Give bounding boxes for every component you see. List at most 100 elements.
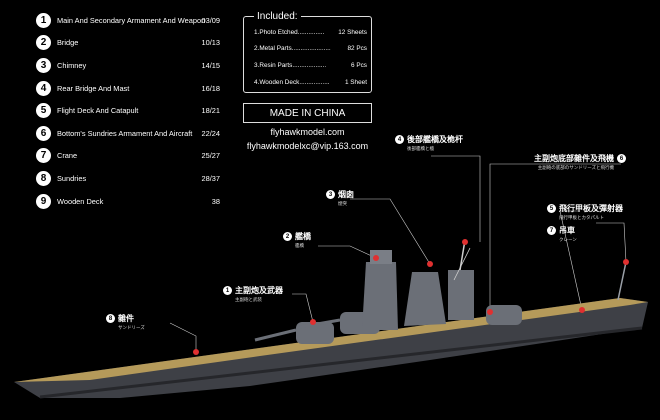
callout-title: 雜件: [118, 314, 134, 323]
item-label: Flight Deck And Catapult: [57, 106, 139, 116]
website-text: flyhawkmodel.com: [270, 127, 345, 137]
callout-subtitle: 主副砲と武装: [235, 297, 262, 302]
item-label: Sundries: [57, 173, 87, 183]
callout-number: 8: [106, 314, 115, 323]
included-label: 4.Wooden Deck.................: [254, 79, 330, 86]
contents-item: 5 Flight Deck And Catapult 18/21: [36, 99, 220, 122]
item-number: 9: [36, 193, 51, 209]
included-label: 1.Photo Etched...............: [254, 29, 325, 36]
item-label: Main And Secondary Armament And Weapon: [57, 15, 206, 25]
included-item: 4.Wooden Deck................. 1 Sheet: [254, 79, 367, 86]
callout-title: 吊車: [559, 226, 575, 235]
callout-number: 6: [617, 154, 626, 163]
contents-item: 8 Sundries 28/37: [36, 167, 220, 190]
item-number: 3: [36, 57, 51, 73]
callout-subtitle: サンドリーズ: [118, 325, 145, 330]
included-qty: 12 Sheets: [338, 29, 367, 36]
callout-number: 3: [326, 190, 335, 199]
item-label: Rear Bridge And Mast: [57, 83, 130, 93]
marker-8: [193, 349, 199, 355]
included-item: 3.Resin Parts................... 6 Pcs: [254, 62, 367, 69]
included-item: 1.Photo Etched............... 12 Sheets: [254, 29, 367, 36]
item-label: Chimney: [57, 60, 87, 70]
callout-subtitle: 飛行甲板とカタパルト: [559, 215, 604, 220]
item-number: 8: [36, 170, 51, 186]
contents-item: 9 Wooden Deck 38: [36, 190, 220, 213]
included-qty: 6 Pcs: [351, 62, 367, 69]
item-number: 2: [36, 35, 51, 51]
main-turret-aft: [486, 305, 522, 325]
item-pages: 10/13: [201, 38, 221, 48]
callout-title: 後部艦橋及桅杆: [407, 135, 463, 144]
marker-6: [487, 309, 493, 315]
callout-title: 主副炮底部雜件及飛機: [534, 154, 614, 163]
callout-title: 主副炮及武器: [235, 286, 283, 295]
contents-item: 4 Rear Bridge And Mast 16/18: [36, 77, 220, 100]
callout-number: 4: [395, 135, 404, 144]
included-box: 1.Photo Etched............... 12 Sheets 2…: [243, 16, 372, 93]
item-pages: 22/24: [201, 128, 221, 138]
item-pages: 38: [211, 196, 220, 206]
callout-subtitle: 煙突: [338, 201, 347, 206]
contents-item: 3 Chimney 14/15: [36, 54, 220, 77]
item-number: 6: [36, 125, 51, 141]
included-qty: 1 Sheet: [344, 79, 367, 86]
included-item: 2.Metal Parts...................... 82 Pc…: [254, 45, 367, 52]
marker-1: [310, 319, 316, 325]
item-pages: 16/18: [201, 83, 221, 93]
included-label: 3.Resin Parts...................: [254, 62, 327, 69]
bridge-tower: [362, 262, 398, 330]
callout-title: 飛行甲板及彈射器: [559, 204, 623, 213]
callout-number: 2: [283, 232, 292, 241]
marker-5: [579, 307, 585, 313]
callout-subtitle: 艦橋: [295, 243, 304, 248]
email-text: flyhawkmodelxc@vip.163.com: [246, 141, 369, 151]
item-pages: 28/37: [201, 173, 221, 183]
included-title: Included:: [254, 11, 301, 22]
callout-number: 5: [547, 204, 556, 213]
rear-bridge: [448, 270, 474, 320]
callout-title: 艦橋: [295, 232, 311, 241]
callout-subtitle: 主副砲の底部のサンドリーズと飛行機: [537, 165, 614, 170]
made-in-label: MADE IN CHINA: [243, 103, 372, 123]
callout-title: 烟囱: [338, 190, 354, 199]
contents-item: 7 Crane 25/27: [36, 145, 220, 168]
marker-7: [623, 259, 629, 265]
item-pages: 18/21: [201, 106, 221, 116]
item-label: Bottom's Sundries Armament And Aircraft: [57, 128, 193, 138]
item-label: Crane: [57, 151, 78, 161]
item-number: 1: [36, 12, 51, 28]
included-label: 2.Metal Parts......................: [254, 45, 331, 52]
item-pages: 14/15: [201, 60, 221, 70]
callout-subtitle: 後部艦橋と檣: [407, 146, 434, 151]
crane: [617, 261, 627, 301]
funnel: [404, 272, 446, 326]
marker-2: [373, 255, 379, 261]
contents-item: 6 Bottom's Sundries Armament And Aircraft…: [36, 122, 220, 145]
item-pages: 03/09: [201, 15, 221, 25]
item-number: 5: [36, 103, 51, 119]
callout-number: 7: [547, 226, 556, 235]
item-pages: 25/27: [201, 151, 221, 161]
item-label: Bridge: [57, 38, 79, 48]
marker-4: [462, 239, 468, 245]
item-label: Wooden Deck: [57, 196, 104, 206]
callout-number: 1: [223, 286, 232, 295]
callout-subtitle: クレーン: [559, 237, 577, 242]
included-qty: 82 Pcs: [347, 45, 367, 52]
contents-item: 2 Bridge 10/13: [36, 32, 220, 55]
item-number: 4: [36, 80, 51, 96]
marker-3: [427, 261, 433, 267]
item-number: 7: [36, 148, 51, 164]
